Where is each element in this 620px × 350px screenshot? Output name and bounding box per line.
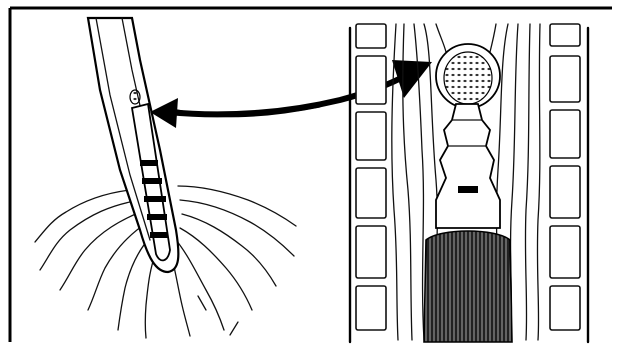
dark-stalk	[424, 231, 512, 342]
left-panel-rhizoid	[35, 18, 296, 338]
right-panel-cell-file	[350, 24, 588, 342]
arrowhead-right	[392, 60, 432, 98]
nucleus-stippled	[444, 52, 492, 104]
canal-segment	[147, 214, 167, 220]
cell-band	[458, 186, 478, 193]
canal-segment	[144, 196, 166, 202]
left-cell-column	[356, 24, 386, 330]
canal-segment	[150, 232, 168, 238]
canal-segment	[142, 178, 162, 184]
right-cell-column	[550, 24, 580, 330]
connector-arrow	[150, 60, 432, 128]
canal-segment	[140, 160, 158, 166]
tip-cell	[130, 90, 140, 104]
central-cell	[436, 44, 500, 228]
